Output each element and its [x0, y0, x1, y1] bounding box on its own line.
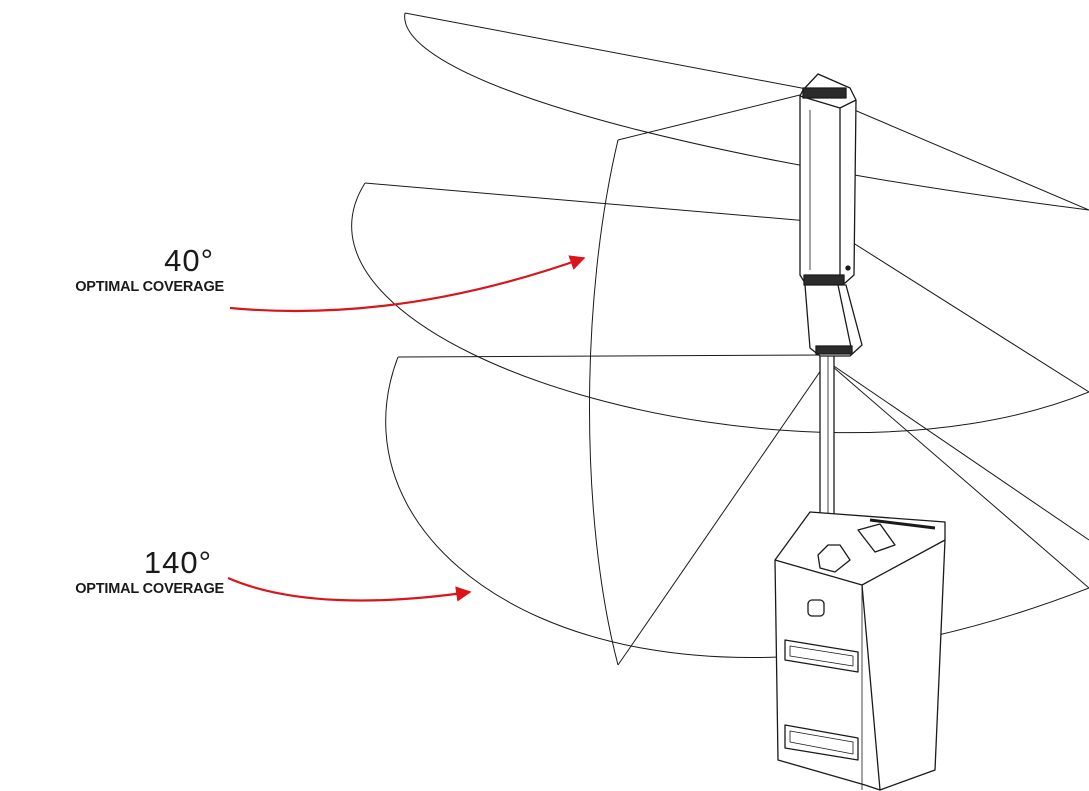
arrow-horizontal-coverage [227, 576, 472, 602]
horizontal-coverage-label: 140° OPTIMAL COVERAGE [28, 545, 224, 598]
horizontal-coverage-angle: 140° [143, 545, 212, 580]
vertical-coverage-caption: OPTIMAL COVERAGE [75, 279, 224, 295]
vertical-coverage-angle: 40° [164, 243, 214, 278]
top-coverage-fan [404, 12, 1089, 211]
column-speaker-icon [799, 73, 857, 286]
middle-coverage-fan [351, 182, 1089, 434]
column-speaker-lower-icon [804, 284, 863, 357]
bottom-coverage-fan [385, 354, 1089, 659]
vertical-sector [589, 139, 829, 666]
arrow-vertical-coverage [229, 255, 586, 313]
vertical-coverage-label: 40° OPTIMAL COVERAGE [28, 243, 224, 296]
subwoofer-icon [774, 511, 946, 791]
horizontal-coverage-caption: OPTIMAL COVERAGE [75, 581, 224, 597]
red-arrow-icon [227, 255, 586, 602]
